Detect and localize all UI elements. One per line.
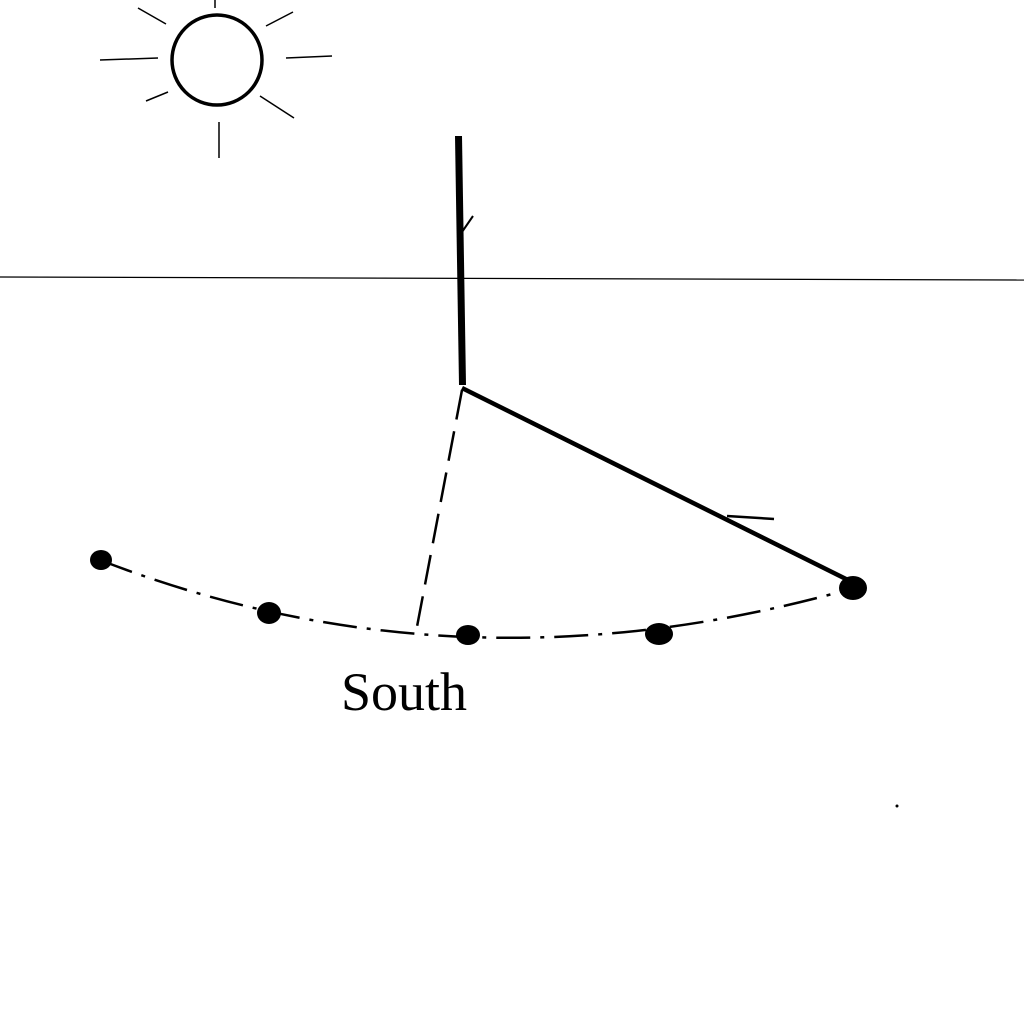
sun-icon <box>99 0 333 158</box>
tip-point <box>257 602 281 624</box>
stick-tick <box>461 215 474 233</box>
tip-point <box>839 576 867 600</box>
tip-points <box>90 550 899 808</box>
shadow-tip-arc <box>99 558 855 639</box>
tip-point <box>90 550 112 570</box>
sun-ray <box>145 91 169 102</box>
sun-ray <box>265 11 294 27</box>
tip-point <box>895 804 899 808</box>
tip-point <box>456 625 480 645</box>
shadow-tick <box>726 514 775 521</box>
sun-ray <box>99 57 159 61</box>
sun-disc <box>170 13 264 107</box>
horizon-line <box>0 276 1024 281</box>
dashed-reference-line <box>414 389 464 633</box>
sun-ray <box>137 7 167 25</box>
vertical-stick <box>455 136 466 385</box>
shadow-line <box>460 385 854 585</box>
sun-ray <box>285 55 333 59</box>
sun-ray <box>259 95 295 119</box>
direction-label-south: South <box>341 662 467 722</box>
tip-point <box>645 623 673 645</box>
